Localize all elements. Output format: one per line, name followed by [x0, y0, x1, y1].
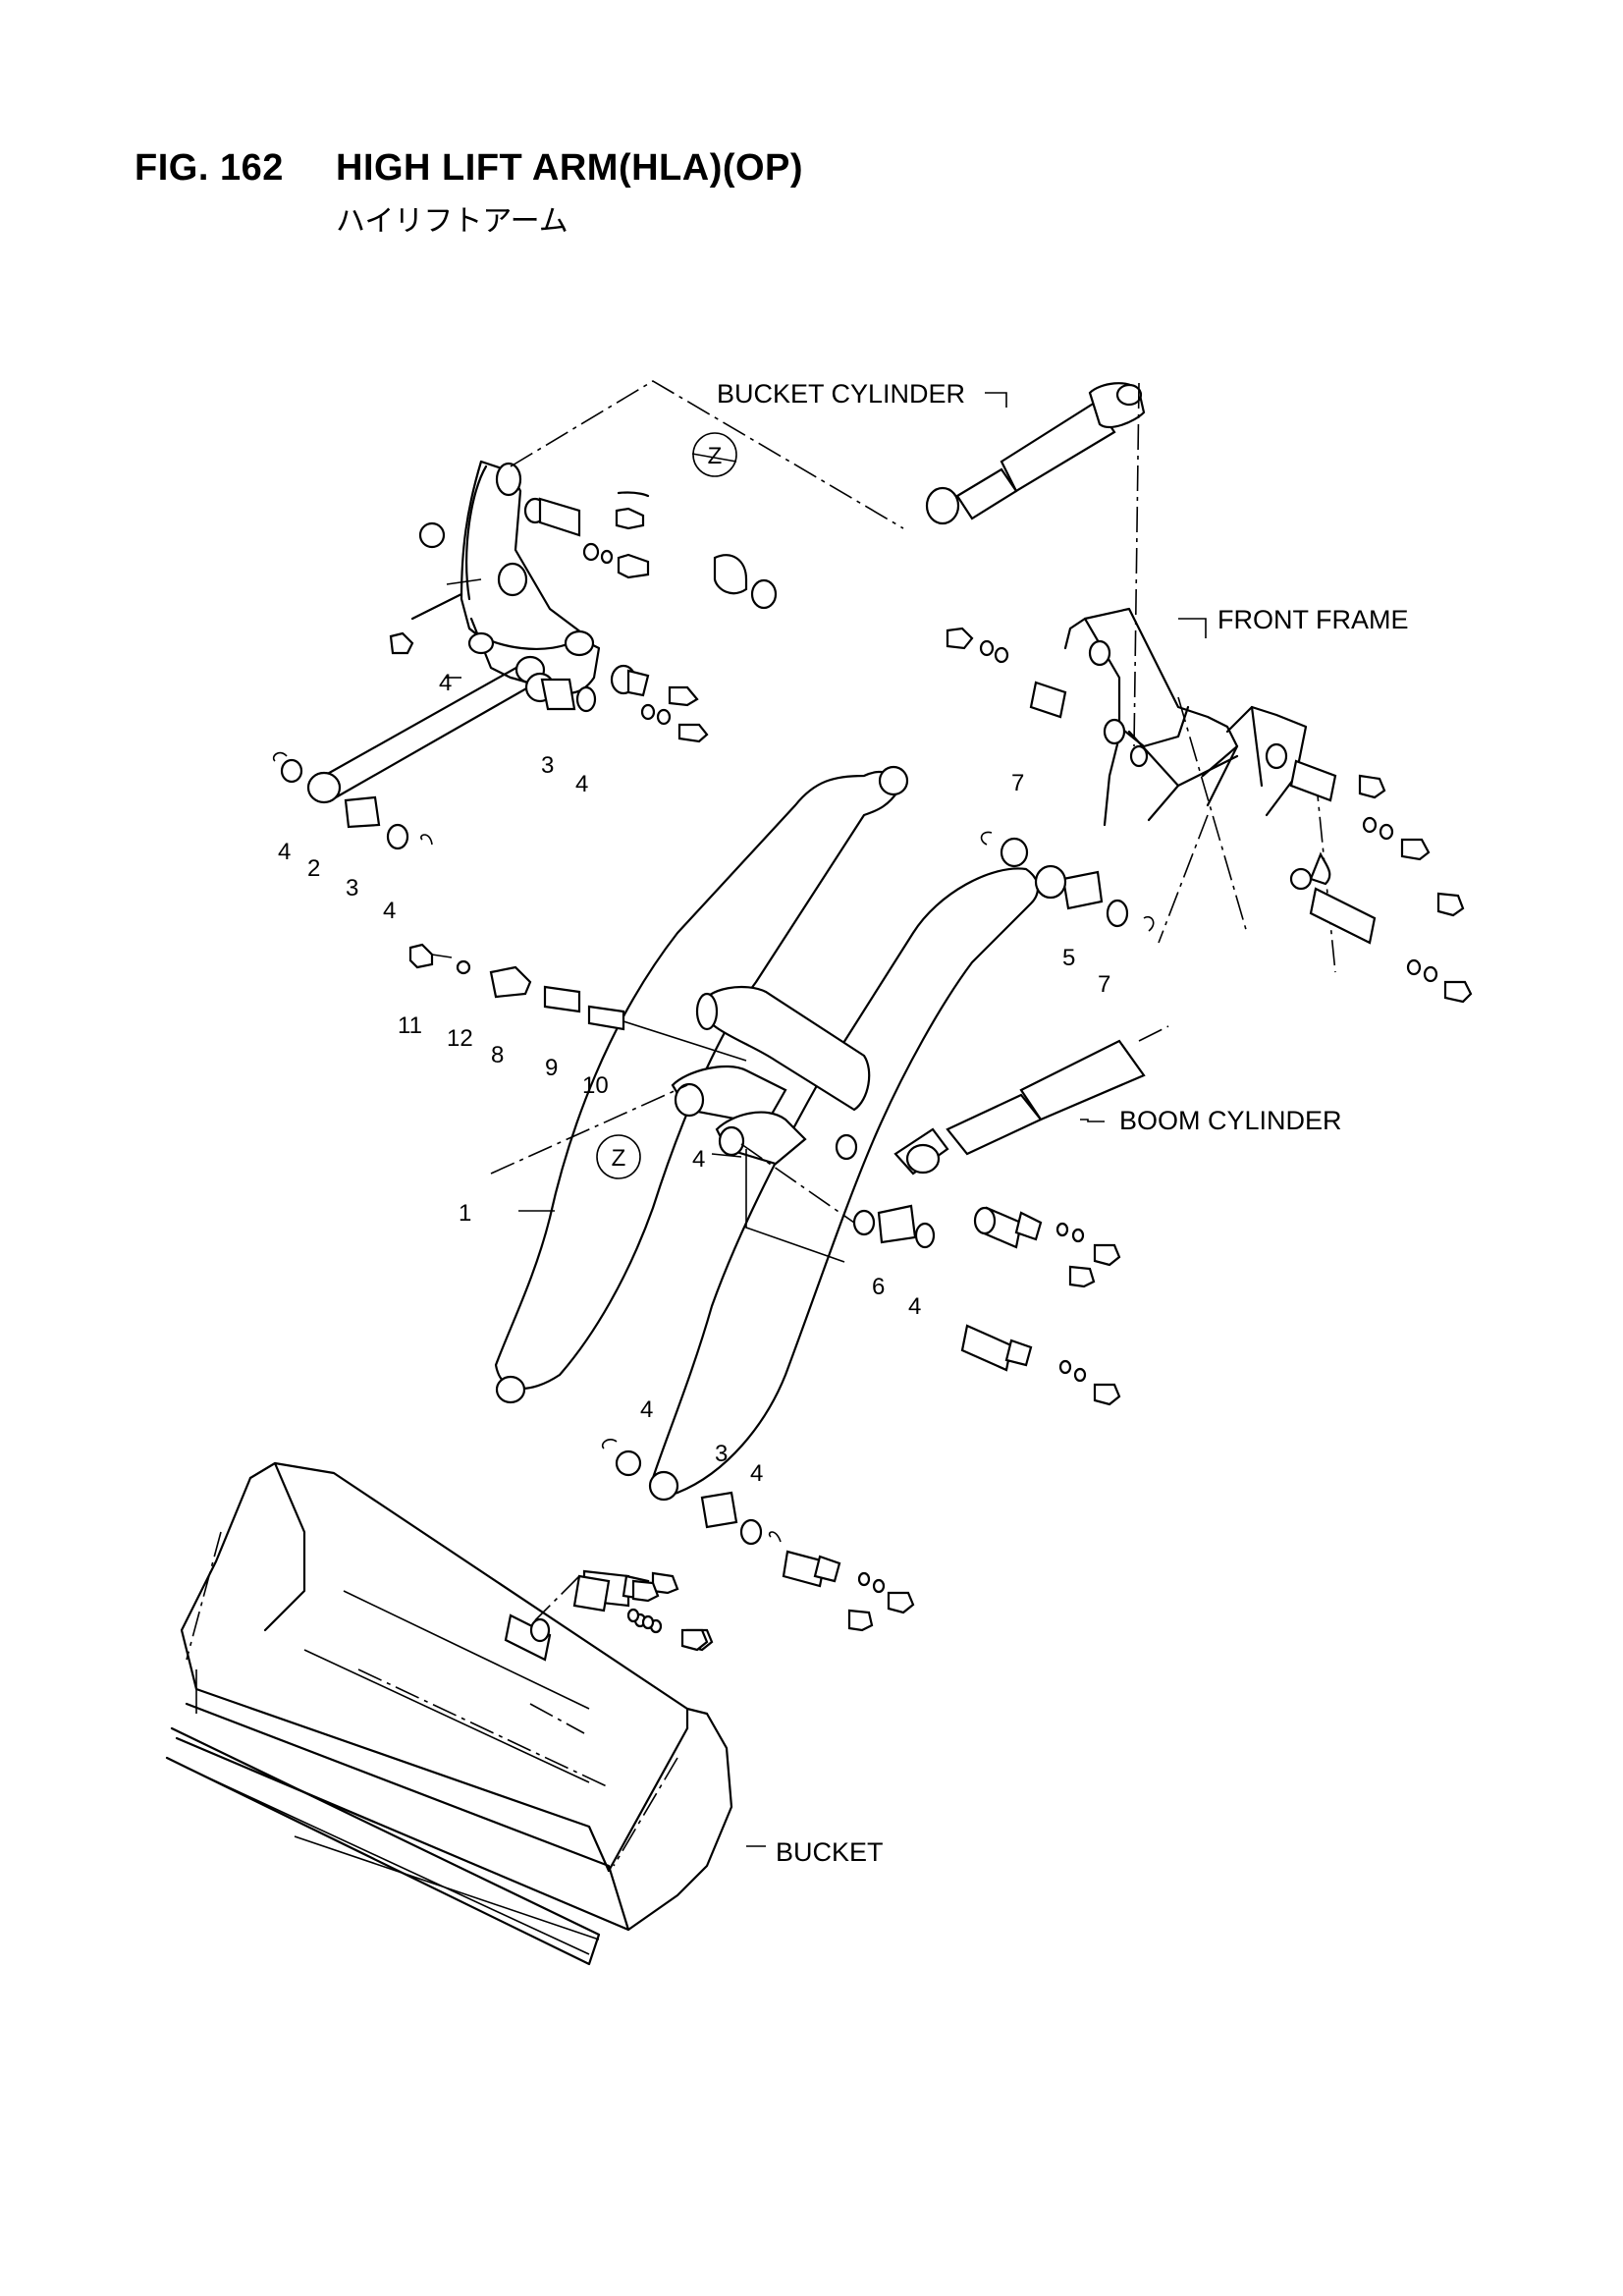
- callout-label: 2: [307, 855, 320, 882]
- figure-subtitle: ハイリフトアーム: [336, 204, 568, 239]
- label-front-frame: FRONT FRAME: [1217, 605, 1409, 634]
- callout-label: 10: [582, 1072, 609, 1099]
- callout-label: 4: [575, 771, 588, 797]
- bucket-cylinder: [925, 382, 1146, 525]
- boom-cylinder: [893, 1025, 1169, 1175]
- callout-label: 6: [872, 1274, 885, 1300]
- svg-text:Z: Z: [708, 443, 723, 469]
- svg-text:Z: Z: [612, 1145, 626, 1172]
- frame-pins-and-bolts: [946, 627, 1473, 1004]
- upper-pins-and-bolts: [389, 491, 778, 743]
- lower-bushings-and-pins: [534, 1439, 915, 1652]
- left-bushings: [272, 751, 433, 850]
- callout-label: 4: [692, 1146, 705, 1173]
- boom-pins-and-bolts: [740, 1133, 1121, 1406]
- zone-marker-lower: Z: [596, 1134, 641, 1179]
- label-boom-cylinder: BOOM CYLINDER: [1119, 1106, 1342, 1135]
- callout-label: 12: [447, 1025, 473, 1052]
- callout-label: 9: [545, 1055, 558, 1081]
- callout-label: 4: [908, 1293, 921, 1320]
- figure-title: HIGH LIFT ARM(HLA)(OP): [336, 147, 804, 189]
- figure-title-line: FIG. 162 HIGH LIFT ARM(HLA)(OP): [135, 147, 803, 190]
- callout-label: 4: [640, 1396, 653, 1423]
- callout-label: 7: [1098, 971, 1110, 998]
- label-bucket-cylinder: BUCKET CYLINDER: [717, 379, 965, 409]
- cross-tube: [671, 985, 871, 1166]
- zone-marker-upper: Z: [692, 432, 737, 477]
- callout-label: 3: [346, 875, 358, 902]
- callout-label: 8: [491, 1042, 504, 1068]
- callout-label: 3: [541, 752, 554, 779]
- link-rod: [306, 655, 546, 804]
- figure-number: FIG. 162: [135, 147, 284, 189]
- boom-arm-left: [494, 765, 909, 1404]
- bucket: [165, 1461, 733, 1966]
- callout-label: 3: [715, 1441, 728, 1467]
- callout-label: 4: [750, 1460, 763, 1487]
- leader-lines: [446, 380, 1207, 1847]
- callout-label: 4: [439, 670, 452, 696]
- callout-label: 4: [278, 839, 291, 865]
- callout-label: 11: [398, 1012, 422, 1039]
- label-bucket: BUCKET: [776, 1837, 884, 1867]
- callout-label: 1: [459, 1200, 471, 1227]
- callout-label: 7: [1011, 770, 1024, 796]
- callout-label: 5: [1062, 945, 1075, 971]
- boom-arm-right: [648, 864, 1067, 1502]
- callout-label: 4: [383, 898, 396, 924]
- part-callouts: 4 3 4 4 2 3 4 11 12 8 9 10 1 4 7 5 7 6 4…: [278, 670, 1110, 1487]
- lube-parts: [408, 943, 747, 1062]
